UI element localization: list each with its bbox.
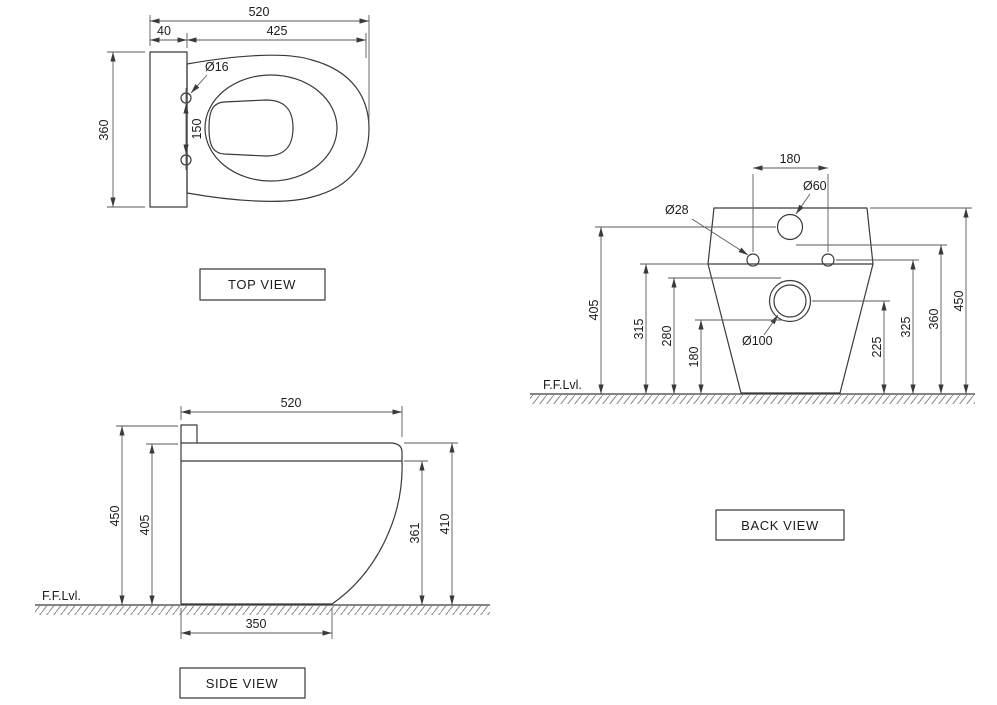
back-view-caption: BACK VIEW xyxy=(715,509,845,541)
back-view-left-fixing-hole xyxy=(746,253,760,267)
dim-back-280: 280 xyxy=(660,277,781,394)
floor-hatch xyxy=(530,395,975,404)
dim-label-back-225: 225 xyxy=(870,337,884,358)
dim-back-top-hole-diameter: Ø60 xyxy=(795,179,827,215)
side-view-label-box xyxy=(179,667,306,699)
dim-label-side-410: 410 xyxy=(438,514,452,535)
dim-label-side-350: 350 xyxy=(246,617,267,631)
dim-label-top-150: 150 xyxy=(190,119,204,140)
side-view-floor: F.F.Lvl. xyxy=(35,589,490,615)
dim-back-360: 360 xyxy=(796,244,947,394)
dim-back-side-hole-diameter: Ø28 xyxy=(665,203,749,256)
dim-top-overall-depth: 360 xyxy=(97,51,145,208)
dim-side-seat-height: 405 xyxy=(138,443,178,605)
dim-top-bowl-length: 425 xyxy=(187,24,367,58)
top-view-caption: TOP VIEW xyxy=(199,268,326,301)
side-view-caption: SIDE VIEW xyxy=(179,667,306,699)
side-view-outline xyxy=(180,424,403,605)
dim-label-back-180: 180 xyxy=(687,347,701,368)
top-view-outline xyxy=(149,51,370,208)
dim-label-side-520: 520 xyxy=(281,396,302,410)
dim-side-underside-height: 361 xyxy=(404,460,428,605)
back-view-top-hole xyxy=(776,213,804,241)
back-floor-label: F.F.Lvl. xyxy=(543,378,582,392)
dim-back-225: 225 xyxy=(812,300,890,394)
dim-back-315: 315 xyxy=(632,263,708,394)
back-view: 180 Ø60 Ø28 Ø100 405 315 280 xyxy=(530,152,975,541)
dim-label-side-450: 450 xyxy=(108,506,122,527)
dim-label-back-325: 325 xyxy=(899,317,913,338)
back-view-label-box xyxy=(715,509,845,541)
side-view-label: SIDE VIEW xyxy=(206,676,279,691)
dim-back-outlet-diameter: Ø100 xyxy=(742,314,779,348)
dim-label-top-425: 425 xyxy=(267,24,288,38)
dim-side-overall-height: 450 xyxy=(108,425,178,605)
dim-label-top-360: 360 xyxy=(97,120,111,141)
back-view-outlet-inner xyxy=(773,284,807,318)
dim-label-back-dia60: Ø60 xyxy=(803,179,827,193)
dim-back-325: 325 xyxy=(836,259,919,394)
back-view-floor: F.F.Lvl. xyxy=(530,378,975,404)
side-view-cover-top xyxy=(181,442,403,461)
dim-label-back-360: 360 xyxy=(927,309,941,330)
dim-label-top-dia16: Ø16 xyxy=(205,60,229,74)
floor-hatch xyxy=(35,606,490,615)
top-view-bowl-outer xyxy=(186,54,370,202)
dim-label-back-280: 280 xyxy=(660,326,674,347)
top-view-water-area xyxy=(208,99,294,157)
side-floor-label: F.F.Lvl. xyxy=(42,589,81,603)
dim-top-hole-diameter: Ø16 xyxy=(190,60,229,94)
dim-back-450: 450 xyxy=(870,207,972,394)
side-view-front-curve xyxy=(331,460,403,605)
dim-side-base-length: 350 xyxy=(180,608,333,639)
side-view: 520 450 405 361 410 F.F.Lvl. xyxy=(35,396,490,699)
back-view-outlet-outer xyxy=(768,279,812,323)
dim-back-180: 180 xyxy=(687,319,783,394)
dim-label-back-315: 315 xyxy=(632,319,646,340)
dim-label-back-405: 405 xyxy=(587,300,601,321)
top-view-label: TOP VIEW xyxy=(228,277,296,292)
dim-top-hole-spacing: 150 xyxy=(183,104,204,154)
dim-label-back-dia28: Ø28 xyxy=(665,203,689,217)
dim-back-hole-span: 180 xyxy=(752,152,829,252)
side-view-back-edge xyxy=(180,424,198,604)
dim-label-back-180-span: 180 xyxy=(780,152,801,166)
dim-label-back-450: 450 xyxy=(952,291,966,312)
back-view-label: BACK VIEW xyxy=(741,518,819,533)
dim-side-front-height: 410 xyxy=(404,442,458,605)
dim-label-back-dia100: Ø100 xyxy=(742,334,773,348)
dim-label-top-40: 40 xyxy=(157,24,171,38)
top-view-bowl-rim xyxy=(204,74,338,182)
dim-label-side-361: 361 xyxy=(408,523,422,544)
dim-side-overall-length: 520 xyxy=(180,396,403,437)
dim-back-405: 405 xyxy=(587,226,776,394)
dim-label-side-405: 405 xyxy=(138,515,152,536)
top-view-label-box xyxy=(199,268,326,301)
top-view: 520 40 425 360 Ø16 150 TOP V xyxy=(97,5,370,301)
dim-label-top-520: 520 xyxy=(249,5,270,19)
back-view-right-fixing-hole xyxy=(821,253,835,267)
